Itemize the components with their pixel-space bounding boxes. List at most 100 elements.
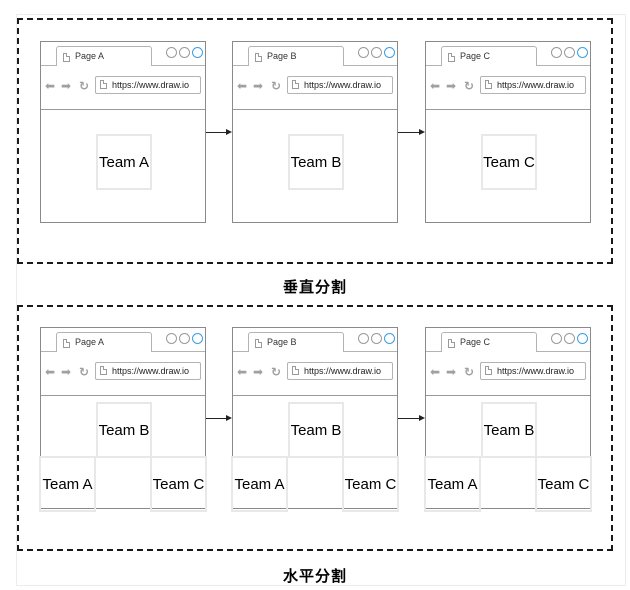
minimize-button[interactable] xyxy=(551,333,562,344)
reload-icon[interactable]: ↻ xyxy=(464,365,475,379)
team-box: Team B xyxy=(481,402,537,458)
browser-toolbar: ⬅ ➡ ↻ https://www.draw.io xyxy=(233,66,397,110)
close-button[interactable] xyxy=(192,47,203,58)
tab-label: Page C xyxy=(460,337,491,347)
arrow-right-icon[interactable]: ➡ xyxy=(446,79,457,93)
tab-bar-divider xyxy=(233,65,248,66)
address-bar[interactable]: https://www.draw.io xyxy=(480,76,586,94)
tab-bar-divider xyxy=(233,351,248,352)
team-box: Team A xyxy=(96,134,152,190)
address-bar[interactable]: https://www.draw.io xyxy=(480,362,586,380)
reload-icon[interactable]: ↻ xyxy=(79,365,90,379)
arrow-left-icon[interactable]: ⬅ xyxy=(237,79,248,93)
page-icon xyxy=(292,80,299,89)
team-box: Team B xyxy=(96,402,152,458)
tab-bar-divider xyxy=(536,65,590,66)
arrow-right-icon[interactable]: ➡ xyxy=(61,365,72,379)
close-button[interactable] xyxy=(192,333,203,344)
page-icon xyxy=(292,366,299,375)
arrow-shaft xyxy=(206,132,227,133)
minimize-button[interactable] xyxy=(358,333,369,344)
maximize-button[interactable] xyxy=(371,47,382,58)
arrow-left-icon[interactable]: ⬅ xyxy=(45,365,56,379)
arrow-left-icon[interactable]: ⬅ xyxy=(237,365,248,379)
page-icon xyxy=(63,339,70,348)
arrow-right-icon[interactable]: ➡ xyxy=(61,79,72,93)
tab-bar-divider xyxy=(426,351,441,352)
arrow-shaft xyxy=(398,418,420,419)
reload-icon[interactable]: ↻ xyxy=(271,365,282,379)
address-bar-url: https://www.draw.io xyxy=(112,366,190,376)
tab-label: Page C xyxy=(460,51,491,61)
tab-bar: Page C xyxy=(426,328,590,352)
reload-icon[interactable]: ↻ xyxy=(464,79,475,93)
arrow-right-icon[interactable]: ➡ xyxy=(253,79,264,93)
vertical-split-group xyxy=(17,18,613,264)
close-button[interactable] xyxy=(577,333,588,344)
close-button[interactable] xyxy=(384,47,395,58)
team-box: Team C xyxy=(535,456,592,512)
arrow-right-icon[interactable]: ➡ xyxy=(446,365,457,379)
address-bar-url: https://www.draw.io xyxy=(304,80,382,90)
page-icon xyxy=(100,80,107,89)
tab-bar: Page B xyxy=(233,328,397,352)
maximize-button[interactable] xyxy=(564,333,575,344)
reload-icon[interactable]: ↻ xyxy=(271,79,282,93)
page-icon xyxy=(63,53,70,62)
minimize-button[interactable] xyxy=(551,47,562,58)
arrow-head xyxy=(226,415,232,421)
address-bar[interactable]: https://www.draw.io xyxy=(287,362,393,380)
arrow-head xyxy=(226,129,232,135)
address-bar-url: https://www.draw.io xyxy=(497,80,575,90)
page-content: Team C xyxy=(426,110,590,222)
address-bar-url: https://www.draw.io xyxy=(497,366,575,376)
close-button[interactable] xyxy=(384,333,395,344)
browser-toolbar: ⬅ ➡ ↻ https://www.draw.io xyxy=(41,66,205,110)
arrow-left-icon[interactable]: ⬅ xyxy=(430,365,441,379)
page-content: Team B xyxy=(233,110,397,222)
browser-tab[interactable]: Page C xyxy=(441,332,537,352)
browser-tab[interactable]: Page A xyxy=(56,332,152,352)
address-bar[interactable]: https://www.draw.io xyxy=(95,76,201,94)
arrow-right-icon[interactable]: ➡ xyxy=(253,365,264,379)
address-bar[interactable]: https://www.draw.io xyxy=(287,76,393,94)
close-button[interactable] xyxy=(577,47,588,58)
arrow-shaft xyxy=(398,132,420,133)
address-bar-url: https://www.draw.io xyxy=(304,366,382,376)
arrow-left-icon[interactable]: ⬅ xyxy=(45,79,56,93)
tab-bar-divider xyxy=(343,65,397,66)
page-icon xyxy=(255,53,262,62)
flow-arrow xyxy=(398,128,425,137)
address-bar[interactable]: https://www.draw.io xyxy=(95,362,201,380)
page-icon xyxy=(448,53,455,62)
browser-toolbar: ⬅ ➡ ↻ https://www.draw.io xyxy=(426,66,590,110)
page-icon xyxy=(100,366,107,375)
tab-label: Page A xyxy=(75,337,105,347)
browser-tab[interactable]: Page B xyxy=(248,332,344,352)
maximize-button[interactable] xyxy=(179,333,190,344)
browser-tab[interactable]: Page C xyxy=(441,46,537,66)
minimize-button[interactable] xyxy=(166,333,177,344)
tab-label: Page A xyxy=(75,51,105,61)
tab-label: Page B xyxy=(267,337,297,347)
minimize-button[interactable] xyxy=(358,47,369,58)
page-icon xyxy=(485,80,492,89)
tab-bar-divider xyxy=(151,65,205,66)
browser-tab[interactable]: Page A xyxy=(56,46,152,66)
maximize-button[interactable] xyxy=(371,333,382,344)
arrow-left-icon[interactable]: ⬅ xyxy=(430,79,441,93)
browser-tab[interactable]: Page B xyxy=(248,46,344,66)
minimize-button[interactable] xyxy=(166,47,177,58)
arrow-head xyxy=(419,415,425,421)
maximize-button[interactable] xyxy=(179,47,190,58)
diagram-frame xyxy=(16,14,626,586)
page-icon xyxy=(255,339,262,348)
maximize-button[interactable] xyxy=(564,47,575,58)
reload-icon[interactable]: ↻ xyxy=(79,79,90,93)
arrow-head xyxy=(419,129,425,135)
tab-bar: Page A xyxy=(41,42,205,66)
